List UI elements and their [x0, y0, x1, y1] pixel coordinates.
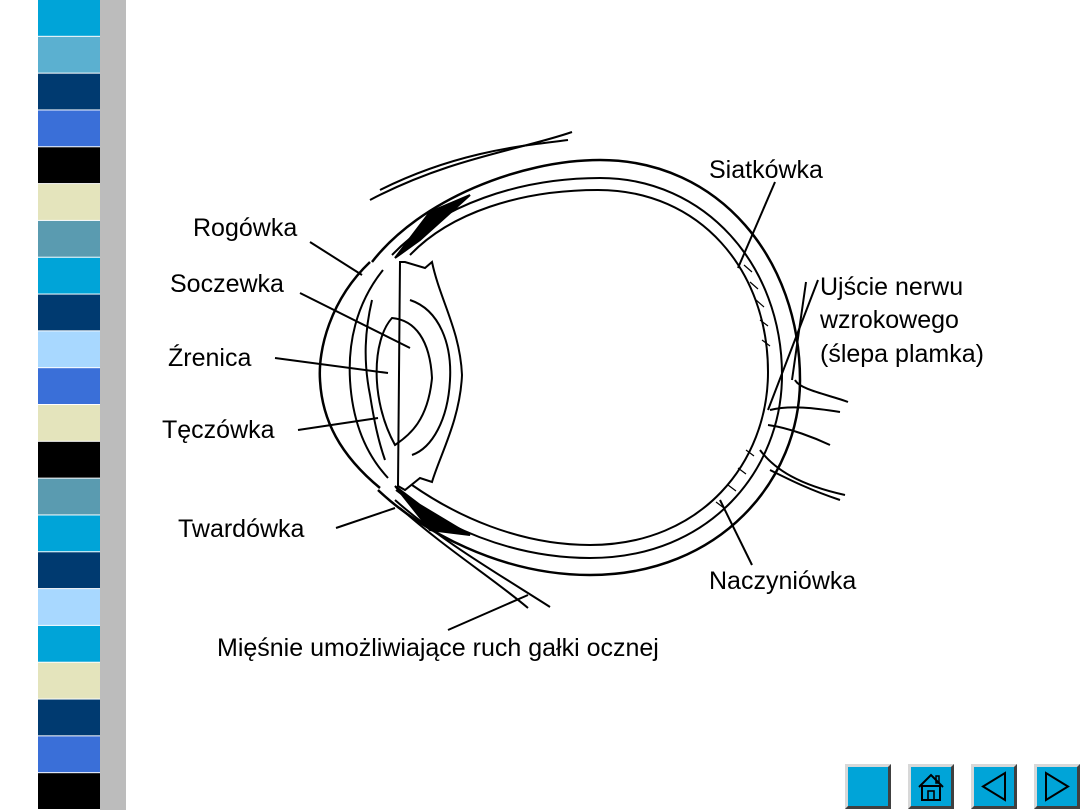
retina-line — [409, 188, 770, 547]
optic-nerve-bottom2 — [769, 469, 841, 501]
next-button[interactable] — [1034, 764, 1080, 809]
label-ujscie-line1: Ujście nerwu — [820, 273, 963, 301]
leader-rogowka — [309, 241, 363, 276]
home-icon — [918, 773, 944, 801]
leader-twardowka — [335, 507, 396, 529]
sidebar-stripe — [38, 478, 100, 515]
home-button[interactable] — [908, 764, 954, 809]
leader-teczowka — [297, 417, 379, 431]
sidebar-stripe — [38, 331, 100, 368]
label-ujscie-line3: (ślepa plamka) — [820, 340, 984, 368]
label-teczowka: Tęczówka — [162, 416, 275, 444]
arrow-left-icon — [981, 771, 1006, 802]
iris-front — [364, 299, 386, 461]
sidebar-stripe — [38, 0, 100, 36]
leader-siatkowka — [737, 181, 776, 269]
lower-muscle — [394, 499, 551, 608]
sidebar-stripe — [38, 589, 100, 625]
label-zrenica: Źrenica — [168, 343, 251, 372]
sidebar-stripe — [38, 405, 100, 441]
lens-core — [375, 316, 434, 447]
sidebar-stripe — [38, 257, 100, 294]
sidebar-stripe — [38, 368, 100, 404]
sidebar-stripe — [38, 441, 100, 478]
ciliary-bottom — [394, 485, 471, 536]
sidebar-stripe — [38, 73, 100, 110]
optic-nerve-top — [794, 379, 849, 403]
arrow-right-icon — [1045, 771, 1070, 802]
blank-button[interactable] — [845, 764, 891, 809]
sidebar-stripe — [38, 515, 100, 552]
optic-nerve-top2 — [769, 406, 841, 413]
label-soczewka: Soczewka — [170, 270, 284, 298]
previous-button[interactable] — [971, 764, 1017, 809]
lens-ring — [409, 299, 452, 456]
sidebar-stripe — [38, 736, 100, 773]
sidebar-stripe — [38, 625, 100, 662]
label-ujscie-line2: wzrokowego — [819, 306, 959, 334]
sidebar-stripe — [38, 36, 100, 73]
optic-nerve-mid — [767, 424, 831, 446]
eyeball-drawing — [318, 131, 849, 609]
ciliary-top — [394, 194, 471, 259]
leader-naczyniowka — [719, 499, 753, 566]
sidebar-stripe — [38, 147, 100, 184]
sidebar-shadow — [100, 0, 126, 810]
label-rogowka: Rogówka — [193, 214, 297, 242]
leader-lines — [274, 181, 819, 631]
upper-muscle — [369, 131, 573, 201]
retina-hatch — [715, 264, 771, 509]
leader-ujscie — [767, 279, 819, 411]
sidebar-stripe — [38, 662, 100, 699]
label-twardowka: Twardówka — [178, 515, 305, 543]
label-siatkowka: Siatkówka — [709, 156, 823, 184]
leader-miesnie — [447, 594, 529, 631]
sidebar-stripe — [38, 552, 100, 589]
cornea-inner — [348, 269, 389, 479]
leader-soczewka — [299, 292, 411, 349]
lens-outline — [396, 260, 464, 492]
sidebar-stripe — [38, 773, 100, 809]
upper-muscle-2 — [379, 139, 569, 191]
sclera-outer — [371, 158, 802, 577]
label-miesnie: Mięśnie umożliwiające ruch gałki ocznej — [217, 634, 659, 662]
sidebar-stripe — [38, 110, 100, 147]
sidebar-stripe — [38, 184, 100, 220]
optic-nerve-bottom — [759, 449, 846, 496]
cornea — [318, 261, 381, 489]
decorative-sidebar — [38, 0, 126, 810]
label-naczyniowka: Naczyniówka — [709, 567, 856, 595]
sidebar-stripe — [38, 294, 100, 331]
leader-zrenica — [274, 357, 389, 374]
sidebar-stripe — [38, 699, 100, 736]
sidebar-stripe — [38, 220, 100, 257]
